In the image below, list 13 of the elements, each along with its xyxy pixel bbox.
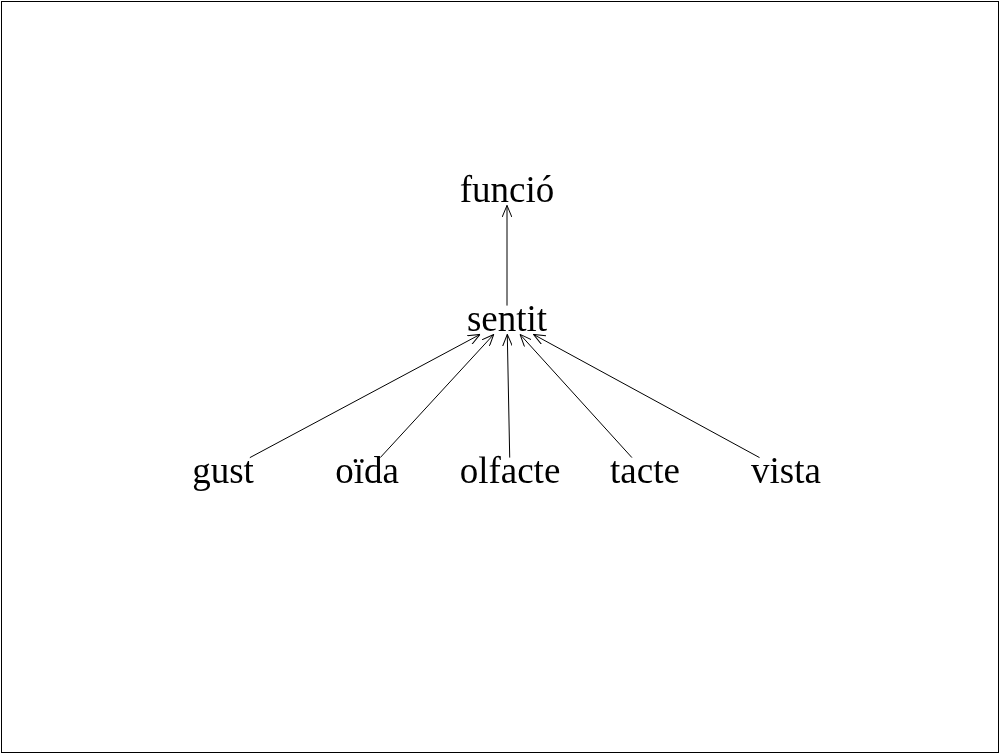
node-label: tacte <box>610 451 680 491</box>
node-label: oïda <box>335 451 399 491</box>
node-label: gust <box>192 451 254 491</box>
arrow <box>501 204 513 307</box>
node-label: sentit <box>466 299 548 339</box>
arrow <box>519 333 633 459</box>
arrow <box>379 333 495 459</box>
arrow <box>249 333 481 459</box>
arrow <box>502 333 513 459</box>
arrow <box>532 333 761 459</box>
node-label: funció <box>459 170 555 210</box>
node-label: vista <box>751 451 821 491</box>
node-label: olfacte <box>459 451 561 491</box>
